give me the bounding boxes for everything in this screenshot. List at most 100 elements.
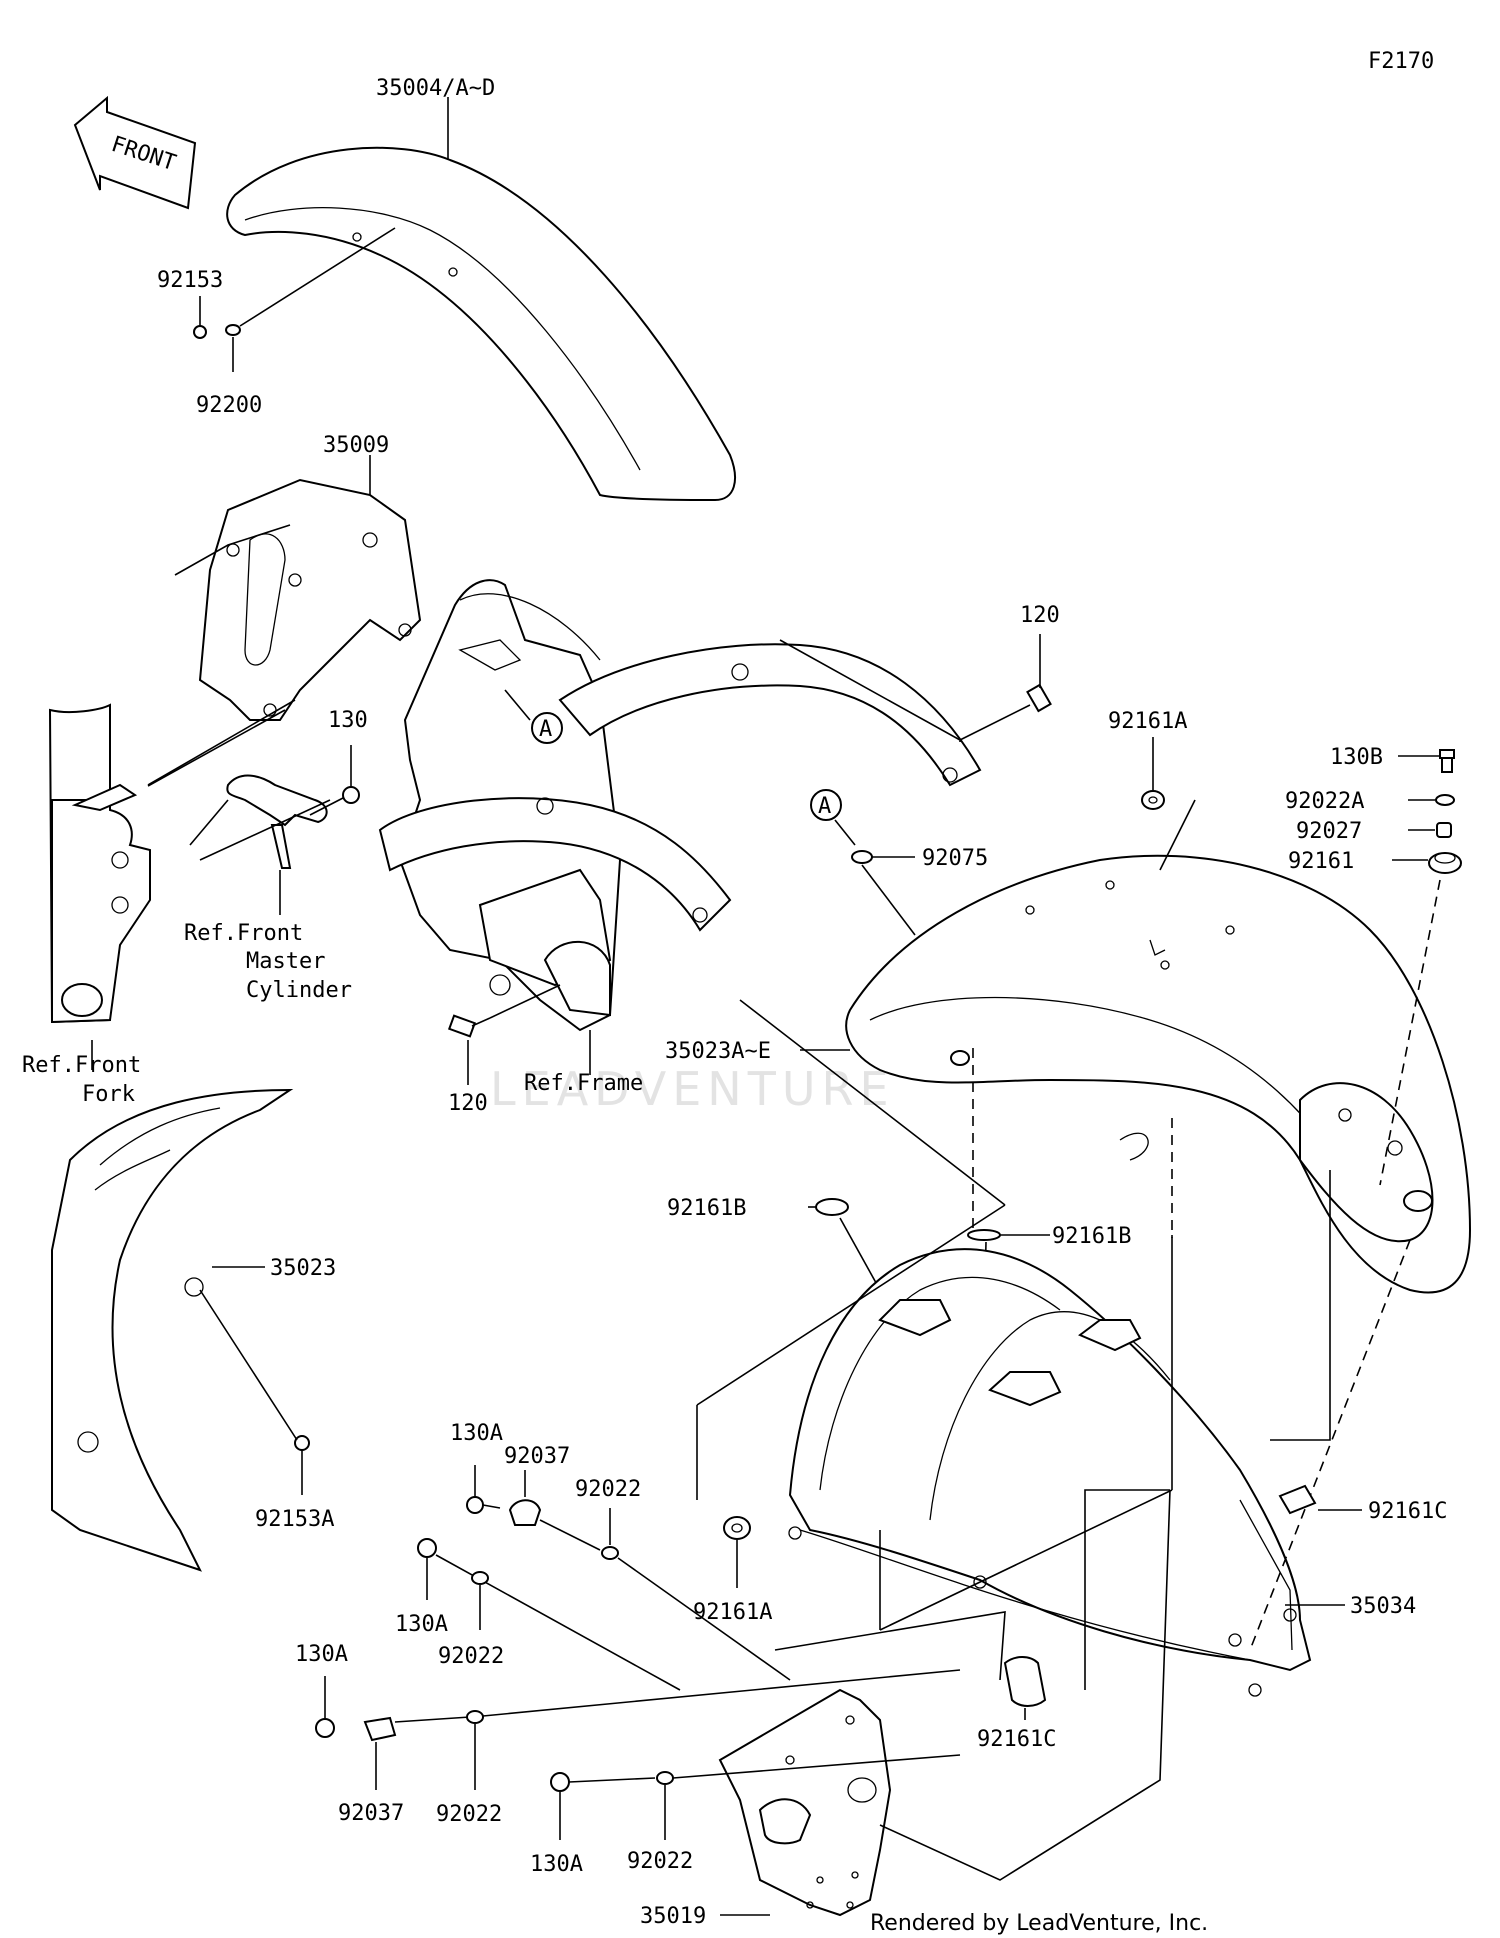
label-35034: 35034 (1350, 1594, 1416, 1619)
front-arrow-icon: FRONT (73, 95, 197, 210)
washer-92200 (225, 324, 241, 372)
washer-92022-4 (656, 1754, 961, 1840)
screw-92153 (193, 296, 207, 339)
ref-frame: Ref.Frame (524, 1071, 643, 1096)
pad-92161B-left (808, 1198, 881, 1291)
clamp-92037-2 (363, 1716, 471, 1790)
label-130A-2: 130A (395, 1612, 448, 1637)
rear-fender (845, 854, 1472, 1294)
bolt-120-top (959, 634, 1052, 741)
label-92200: 92200 (196, 393, 262, 418)
label-92027: 92027 (1296, 819, 1362, 844)
label-35023AE: 35023A~E (665, 1039, 771, 1064)
bracket-guide-1 (174, 524, 291, 576)
label-92161A-bottom: 92161A (693, 1600, 772, 1625)
label-120-top: 120 (1020, 603, 1060, 628)
label-130A-3: 130A (295, 1642, 348, 1667)
frame-guide-d (879, 1489, 1173, 1631)
frame-guide-top (779, 639, 961, 742)
figure-code: F2170 (1368, 49, 1434, 74)
label-130: 130 (328, 708, 368, 733)
label-35004: 35004/A~D (376, 76, 495, 101)
clamp-guide-2 (199, 799, 331, 861)
dash-92161 (1379, 879, 1441, 1186)
bracket-guide-right (1084, 1489, 1170, 1690)
license-bracket-35019 (718, 1688, 892, 1917)
label-92037-2: 92037 (338, 1801, 404, 1826)
rear-fender-guide-left (739, 999, 1006, 1206)
dash-frame-right (1249, 1239, 1411, 1651)
ref-master-line1: Ref.Front (184, 921, 303, 946)
bracket-guide-top (774, 1611, 1006, 1681)
label-92153: 92153 (157, 268, 223, 293)
label-92161C-bottom: 92161C (977, 1727, 1056, 1752)
inner-fender-35023 (51, 1088, 294, 1572)
ref-master-line2: Master (246, 949, 325, 974)
label-130A-4: 130A (530, 1852, 583, 1877)
front-fender (226, 146, 736, 502)
label-92037-1: 92037 (504, 1444, 570, 1469)
frame-guide-a (696, 1204, 1006, 1406)
label-92161A-top: 92161A (1108, 709, 1187, 734)
label-130A-1: 130A (450, 1421, 503, 1446)
fork-guide (147, 709, 286, 787)
label-35009: 35009 (323, 433, 389, 458)
label-92161B-left: 92161B (667, 1196, 746, 1221)
clamp-92037-1 (508, 1470, 601, 1551)
label-130B: 130B (1330, 745, 1383, 770)
callout-a-fender: A (810, 789, 856, 846)
collar-92027 (1408, 822, 1452, 838)
grommet-92075 (851, 850, 916, 936)
bolt-130A-1 (466, 1465, 501, 1514)
bolt-130A-4 (550, 1772, 656, 1840)
washer-92022-1 (601, 1508, 791, 1681)
washer-92022-2 (471, 1571, 489, 1630)
label-92161B-right: 92161B (1052, 1224, 1131, 1249)
grommet-92161A-bottom (723, 1516, 751, 1588)
callout-a-frame: A (504, 689, 563, 744)
screw-92153A (199, 1289, 310, 1495)
grommet-92161A-top (1141, 737, 1165, 810)
master-cylinder-clamp (226, 774, 328, 869)
bracket-guide-2 (147, 699, 296, 786)
label-92161: 92161 (1288, 849, 1354, 874)
ref-fork-line1: Ref.Front (22, 1053, 141, 1078)
label-92022-1: 92022 (575, 1477, 641, 1502)
leader-92200-fender (239, 227, 396, 327)
cushion-92161C-bottom (1003, 1656, 1047, 1720)
cushion-92161C-right (1278, 1484, 1362, 1515)
clamp-guide-1 (189, 799, 229, 846)
label-92022-4: 92022 (627, 1849, 693, 1874)
label-92153A: 92153A (255, 1507, 334, 1532)
label-92022-2: 92022 (438, 1644, 504, 1669)
frame-guide-bottom (489, 984, 561, 1019)
ref-fork-line2: Fork (82, 1082, 135, 1107)
ref-master-line3: Cylinder (246, 978, 352, 1003)
label-35019: 35019 (640, 1904, 706, 1929)
callout-a-frame-letter: A (539, 717, 552, 742)
front-fork (48, 703, 151, 1024)
fender-bracket-35009 (198, 478, 422, 721)
washer-92022A (1408, 794, 1455, 806)
label-92022A: 92022A (1285, 789, 1364, 814)
label-92161C-right: 92161C (1368, 1499, 1447, 1524)
bolt-130A-3 (315, 1676, 335, 1738)
watermark: LEADVENTURE (490, 1062, 895, 1116)
frame (378, 579, 982, 1032)
label-92022-3: 92022 (436, 1802, 502, 1827)
bolt-130 (309, 745, 360, 816)
bracket-guide-low (879, 1489, 1171, 1881)
render-credit: Rendered by LeadVenture, Inc. (870, 1911, 1208, 1936)
rear-fender-guide-top (1159, 799, 1196, 871)
bolt-130B (1398, 749, 1455, 773)
fender-frame-35034 (788, 1248, 1312, 1697)
label-92075: 92075 (922, 846, 988, 871)
washer-92022-3 (466, 1669, 961, 1790)
label-35023: 35023 (270, 1256, 336, 1281)
bolt-120-bottom (447, 1014, 491, 1085)
grommet-92161 (1392, 852, 1462, 874)
label-120-bottom: 120 (448, 1091, 488, 1116)
frame-guide-f (1270, 1170, 1331, 1441)
